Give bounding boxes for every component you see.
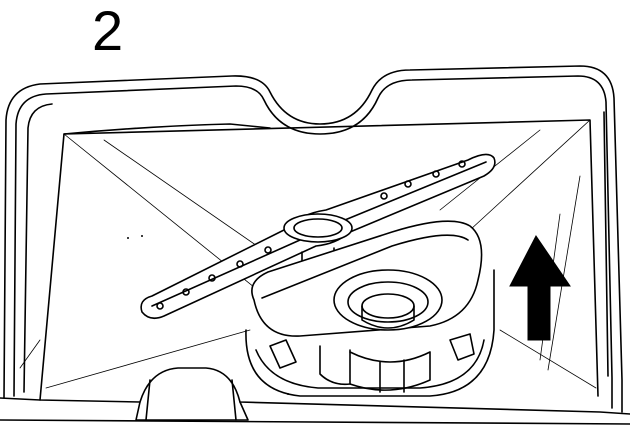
- tub-front-lip: [0, 367, 630, 425]
- filter-cup-rim: [333, 269, 443, 331]
- up-arrow-icon: [509, 235, 571, 341]
- step-number: 2: [92, 0, 124, 62]
- tub-outer-rim: [3, 65, 623, 413]
- drawing-specks: [127, 235, 289, 395]
- spray-nozzles: [156, 160, 466, 310]
- filter-assembly: [245, 220, 495, 397]
- spray-arm: [140, 153, 496, 320]
